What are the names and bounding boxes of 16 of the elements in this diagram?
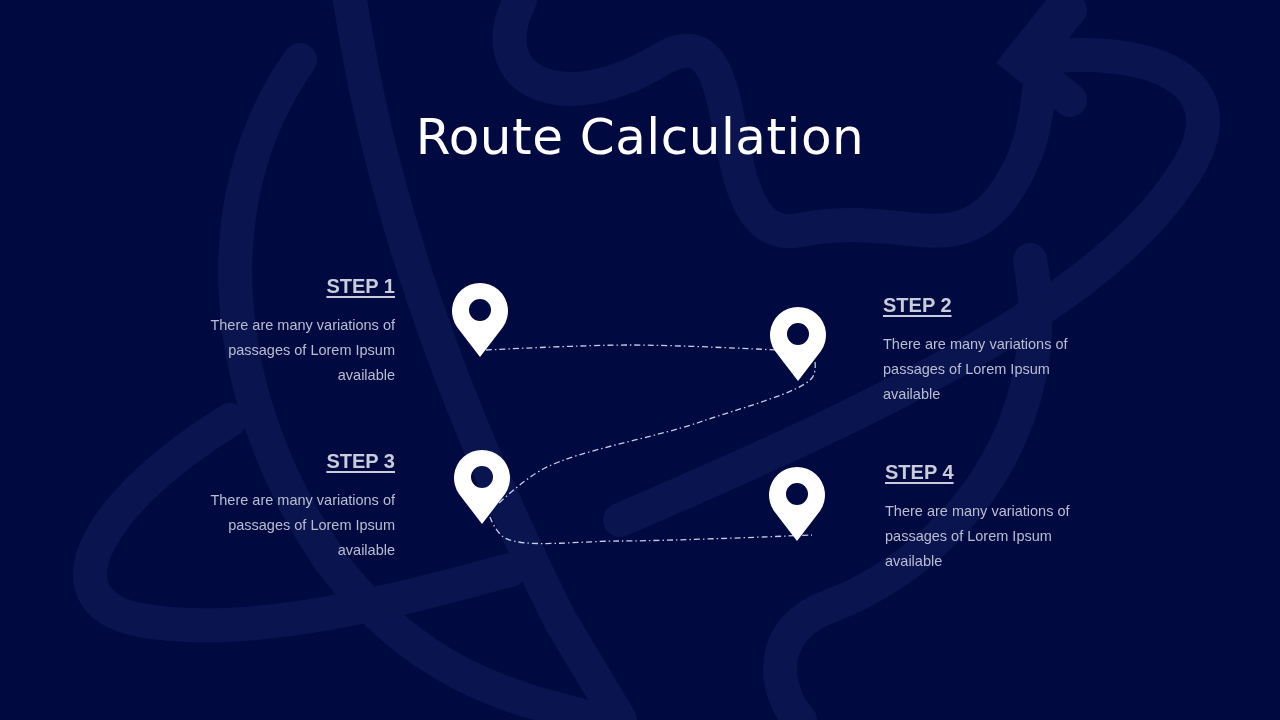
step-description: There are many variations of passages of Lorem Ipsum available — [883, 335, 1069, 404]
route-line — [489, 516, 813, 545]
route-line — [496, 361, 816, 506]
map-pin-icon — [769, 306, 827, 381]
map-pin-icon — [451, 282, 509, 357]
step-heading: STEP 2 — [883, 294, 952, 317]
map-pin-icon — [453, 449, 511, 524]
step-heading: STEP 1 — [326, 275, 395, 298]
map-pin-icon — [768, 466, 826, 541]
title: Route Calculation — [414, 108, 866, 166]
step-description: There are many variations of passages of Lorem Ipsum available — [209, 316, 395, 385]
step-heading: STEP 3 — [326, 450, 395, 473]
route-line — [485, 344, 778, 351]
step-description: There are many variations of passages of Lorem Ipsum available — [209, 491, 395, 560]
step-description: There are many variations of passages of Lorem Ipsum available — [885, 502, 1071, 571]
step-heading: STEP 4 — [885, 461, 954, 484]
